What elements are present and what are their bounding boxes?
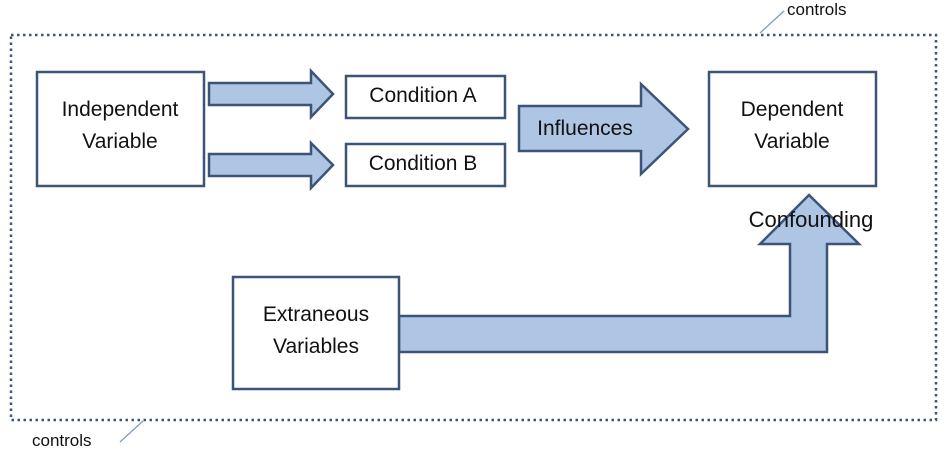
- controls-bottom-label: controls: [32, 431, 92, 450]
- extraneous-variables-line2: Variables: [273, 335, 359, 358]
- controls-top-label: controls: [787, 0, 847, 19]
- arrow-to-condition-a: [207, 67, 335, 121]
- dependent-variable-line1: Dependent: [741, 98, 844, 121]
- influences-label: Influences: [537, 117, 633, 140]
- confounding-label: Confounding: [749, 207, 874, 232]
- controls-bottom-callout-line: [119, 420, 144, 443]
- condition-b-box: [344, 142, 507, 188]
- independent-variable-line1: Independent: [62, 98, 179, 121]
- controls-boundary: [9, 33, 938, 422]
- condition-a-box: [344, 74, 507, 120]
- independent-variable-line2: Variable: [82, 130, 158, 153]
- dependent-variable-line2: Variable: [754, 130, 830, 153]
- independent-variable-box: [35, 70, 206, 188]
- extraneous-variables-line1: Extraneous: [263, 303, 369, 326]
- influences-arrow: [517, 81, 690, 177]
- condition-b-label: Condition B: [369, 152, 478, 175]
- dependent-variable-box: [707, 70, 878, 188]
- confounding-arrow: [397, 193, 863, 354]
- arrow-to-condition-b: [207, 139, 335, 192]
- controls-top-callout-line: [759, 10, 785, 34]
- condition-a-label: Condition A: [369, 84, 476, 107]
- extraneous-variables-box: [231, 275, 401, 391]
